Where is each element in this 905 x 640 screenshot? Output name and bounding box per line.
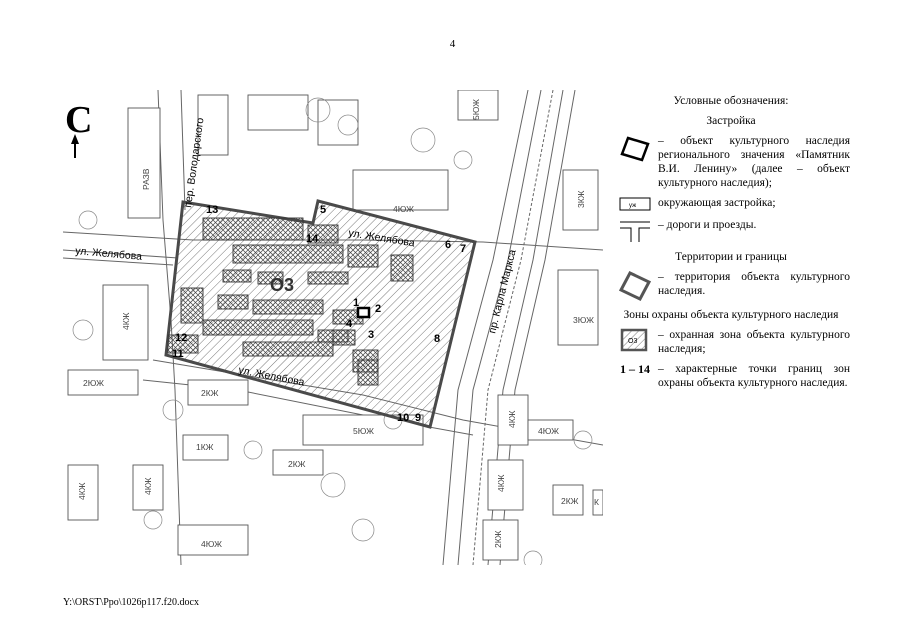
legend-section-zones: Зоны охраны объекта культурного наследия [623,309,839,321]
territory-symbol-icon [612,270,658,302]
legend-title: Условные обозначения: [673,95,789,107]
building-label: 4КЖ [143,477,153,495]
building-swatch-icon: уж [612,196,658,212]
building-label: 2КЖ [288,459,306,469]
building-label: 4КЖ [121,312,131,330]
building-label: 4КЖ [77,482,87,500]
site-plan-map: С О3 ул. Желябова ул. Желябова ул. Желяб… [63,90,603,565]
building-label: 5ЮЖ [471,99,481,120]
monument-lenin [356,306,371,319]
point-label: 14 [306,233,319,245]
building-label: 4ЮЖ [393,204,414,214]
building-label: 2КЖ [493,530,503,548]
north-arrow: С [65,99,92,158]
point-label: 1 [353,297,359,309]
street-zhelyabova-west: ул. Желябова [75,245,143,263]
page-number: 4 [449,38,456,50]
point-label: 7 [460,243,466,255]
point-label: 9 [415,412,421,424]
point-label: 6 [445,239,451,251]
point-label: 4 [346,318,353,330]
building-label: 2КЖ [201,388,219,398]
building-label: 2ЮЖ [83,378,104,388]
point-label: 13 [206,204,218,216]
legend-text-points: – характерные точки границ зон охраны об… [658,363,850,389]
road-symbol-icon [612,218,658,244]
north-letter: С [65,99,92,141]
legend-text-zone: – охранная зона объекта культурного насл… [658,329,850,355]
legend: Условные обозначения: Застройка – объект… [612,88,850,396]
building-label: 1КЖ [196,442,214,452]
legend-text-monument: – объект культурного наследия региональн… [658,135,850,189]
building-label: 4КЖ [496,474,506,492]
monument-symbol-icon [612,134,658,164]
legend-item-zone: О3 – охранная зона объекта культурного н… [612,328,850,356]
point-label: 2 [375,303,381,315]
legend-item-surrounding: уж окружающая застройка; [612,196,850,212]
building-label: 4ЮЖ [201,539,222,549]
point-label: 11 [172,348,184,360]
building-label: К [594,497,599,507]
legend-item-monument: – объект культурного наследия региональн… [612,134,850,190]
legend-text-territory: – территория объекта культурного наследи… [658,271,850,297]
legend-item-points: 1 – 14 – характерные точки границ зон ох… [612,362,850,390]
legend-item-territory: – территория объекта культурного наследи… [612,270,850,302]
building-label: 3ЮЖ [573,315,594,325]
points-range-label: 1 – 14 [620,362,650,376]
legend-section-buildings: Застройка [706,115,756,127]
legend-item-roads: – дороги и проезды. [612,218,850,244]
zone-swatch-label: О3 [628,338,637,345]
zone-swatch-icon: О3 [612,328,658,352]
building-label: 3КЖ [576,190,586,208]
point-label: 5 [320,204,326,216]
point-label: 8 [434,333,440,345]
building-label: 4КЖ [507,410,517,428]
legend-text-surrounding: окружающая застройка; [658,197,776,209]
trees [72,97,593,565]
point-label: 12 [175,332,187,344]
legend-text-roads: – дороги и проезды. [658,219,757,231]
surrounding-buildings [67,90,603,561]
point-label: 3 [368,329,374,341]
footer-file-path: Y:\ORST\Ppo\1026p117.f20.docx [63,597,199,608]
building-label-razv: РАЗВ [141,168,151,190]
zone-label: О3 [270,275,294,295]
building-label: 4ЮЖ [538,426,559,436]
legend-section-territory: Территории и границы [675,251,787,263]
building-label: 5ЮЖ [353,426,374,436]
point-label: 10 [397,412,409,424]
building-swatch-label: уж [629,203,636,209]
building-label: 2КЖ [561,496,579,506]
zone-buildings [167,217,414,386]
